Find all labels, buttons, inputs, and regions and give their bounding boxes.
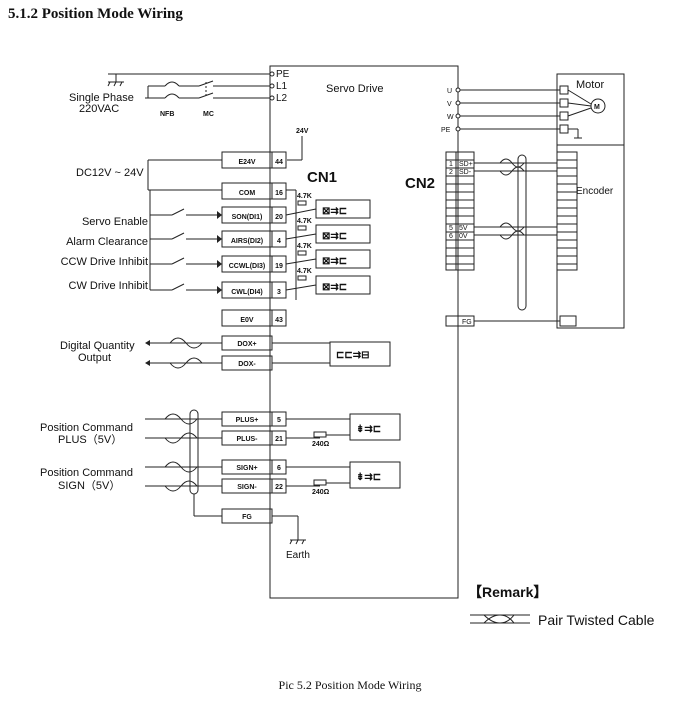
motor-m-symbol: M [594, 104, 600, 111]
cn1-pin-num: 43 [275, 317, 283, 324]
servo-drive-box [269, 65, 459, 599]
cn1-pin-name: CCWL(DI3) [229, 263, 266, 270]
svg-text:⊠⇉⊏: ⊠⇉⊏ [322, 206, 347, 217]
cn1-pin-name: DOX- [238, 361, 256, 368]
svg-text:⇟⇉⊏: ⇟⇉⊏ [356, 472, 381, 483]
input-signals: Servo Enable Alarm Clearance CCW Drive I… [61, 190, 222, 294]
svg-text:⊠⇉⊏: ⊠⇉⊏ [322, 282, 347, 293]
cn2-pin-num: 5 [449, 225, 453, 232]
l2-terminal-label: L2 [276, 93, 288, 104]
power-section: Single Phase 220VAC NFB MC PE L1 L2 [69, 69, 290, 118]
servo-drive-title: Servo Drive [326, 83, 383, 95]
pe-terminal-label: PE [276, 69, 290, 80]
motor-v-label: V [447, 101, 452, 108]
cn1-pin-num: 44 [275, 159, 283, 166]
cn1-pin-num: 5 [277, 417, 281, 424]
dq-label-line2: Output [78, 352, 111, 364]
cn2-pin-name: SD- [459, 169, 472, 176]
dc-supply-label: DC12V ~ 24V [76, 167, 144, 179]
resistor-label: 4.7K [297, 243, 312, 250]
cn2-pin-num: 1 [449, 161, 453, 168]
resistor-label: 4.7K [297, 193, 312, 200]
pos-plus-line2: PLUS（5V） [58, 433, 122, 446]
input-label: Alarm Clearance [66, 236, 148, 248]
cn1-pin-name: PLUS+ [236, 417, 259, 424]
pos-sign-line2: SIGN（5V） [58, 479, 120, 492]
cn1-pin-num: 21 [275, 436, 283, 443]
cn1-pins: E24V 44 COM 16 SON(DI1) 20 AIRS(DI2) 4 C… [221, 151, 287, 524]
cn1-pin-name: E24V [238, 159, 255, 166]
cn2-pin-name: 5V [459, 225, 468, 232]
cn1-pin-name: SON(DI1) [232, 214, 263, 221]
remark-legend: 【Remark】 Pair Twisted Cable [468, 584, 655, 628]
cn1-pin-num: 4 [277, 238, 281, 245]
cn1-pin-name: SIGN- [237, 484, 257, 491]
cn2-pin-name: 0V [459, 233, 468, 240]
legend-label: Pair Twisted Cable [538, 612, 655, 628]
l1-terminal-label: L1 [276, 81, 288, 92]
cn2-fg-label: FG [462, 319, 472, 326]
power-source-line2: 220VAC [79, 103, 119, 115]
resistor-label: 240Ω [312, 489, 330, 496]
cn1-pin-name: PLUS- [237, 436, 259, 443]
motor-u-label: U [447, 88, 452, 95]
cn1-pin-name: E0V [240, 317, 254, 324]
pos-plus-line1: Position Command [40, 422, 133, 434]
cn1-pin-num: 20 [275, 214, 283, 221]
svg-text:⊏⊏⇉⊟: ⊏⊏⇉⊟ [336, 350, 370, 361]
mc-label: MC [203, 111, 214, 118]
motor-section: Motor M Encoder U V W PE [441, 73, 625, 329]
cn1-title: CN1 [307, 169, 337, 186]
figure-caption: Pic 5.2 Position Mode Wiring [278, 678, 422, 692]
svg-text:⊠⇉⊏: ⊠⇉⊏ [322, 256, 347, 267]
cn1-pin-num: 19 [275, 263, 283, 270]
cn1-pin-name: AIRS(DI2) [231, 238, 263, 245]
motor-pe-label: PE [441, 127, 451, 134]
cn2-pin-name: SD+ [459, 161, 473, 168]
cn1-pin-num: 3 [277, 289, 281, 296]
remark-title: 【Remark】 [468, 584, 547, 600]
cn1-pin-num: 6 [277, 465, 281, 472]
cn1-pin-num: 22 [275, 484, 283, 491]
nfb-label: NFB [160, 111, 174, 118]
cn1-pin-name: COM [239, 190, 256, 197]
cn1-pin-name: CWL(DI4) [231, 289, 263, 296]
resistor-label: 240Ω [312, 441, 330, 448]
motor-encoder-label: Encoder [576, 186, 614, 197]
resistor-label: 4.7K [297, 268, 312, 275]
svg-text:⇟⇉⊏: ⇟⇉⊏ [356, 424, 381, 435]
input-label: CCW Drive Inhibit [61, 256, 148, 268]
cn1-pin-name: DOX+ [237, 341, 256, 348]
cn1-pin-num: 16 [275, 190, 283, 197]
cn2-title: CN2 [405, 175, 435, 192]
drive-24v-label: 24V [296, 128, 309, 135]
position-command: Position Command PLUS（5V） Position Comma… [40, 409, 401, 561]
motor-w-label: W [447, 114, 454, 121]
input-optocouplers: 4.7K ⊠⇉⊏ 4.7K ⊠⇉⊏ 4.7K ⊠⇉⊏ 4.7K ⊠⇉⊏ [285, 189, 371, 300]
input-label: Servo Enable [82, 216, 148, 228]
cn2-pin-num: 2 [449, 169, 453, 176]
input-label: CW Drive Inhibit [69, 280, 148, 292]
earth-label: Earth [286, 550, 310, 561]
cn1-pin-name: SIGN+ [236, 465, 257, 472]
cn2-pin-num: 6 [449, 233, 453, 240]
cn2-section: CN2 1 SD+ 2 SD- 5 5V 6 0V FG [405, 151, 577, 327]
resistor-label: 4.7K [297, 218, 312, 225]
pos-sign-line1: Position Command [40, 467, 133, 479]
power-source-line1: Single Phase [69, 92, 134, 104]
section-title: 5.1.2 Position Mode Wiring [8, 6, 183, 22]
cn1-pin-name: FG [242, 514, 252, 521]
svg-text:⊠⇉⊏: ⊠⇉⊏ [322, 231, 347, 242]
dq-label-line1: Digital Quantity [60, 340, 135, 352]
motor-title: Motor [576, 79, 604, 91]
digital-output: Digital Quantity Output ⊏⊏⇉⊟ [60, 337, 391, 369]
